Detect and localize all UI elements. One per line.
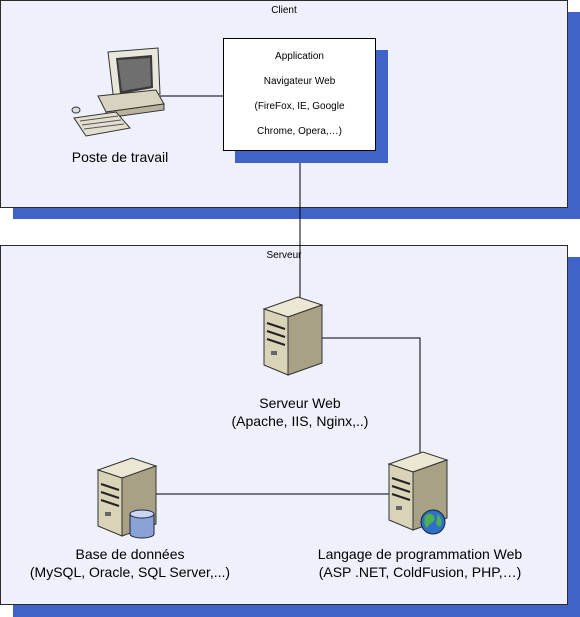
workstation-label: Poste de travail [40,148,200,166]
web-server-label: Serveur Web (Apache, IIS, Nginx,..) [200,394,400,430]
app-line-4: Chrome, Opera,…) [256,125,343,137]
app-line-2: Navigateur Web [263,75,336,87]
app-line-3: (FireFox, IE, Google [254,100,345,112]
browser-app-box: Application Navigateur Web (FireFox, IE,… [223,38,376,151]
language-label: Langage de programmation Web (ASP .NET, … [290,545,550,581]
web-server-name: Serveur Web [259,395,341,411]
desktop-computer-icon [71,47,165,137]
workstation-label-text: Poste de travail [71,149,169,165]
client-zone-title: Client [271,5,297,16]
database-label: Base de données (MySQL, Oracle, SQL Serv… [0,545,260,581]
server-tower-icon [262,296,324,376]
browser-app-text: Application Navigateur Web (FireFox, IE,… [254,38,344,151]
server-zone-title: Serveur [266,250,302,261]
database-server-icon [96,457,158,539]
web-server-examples: (Apache, IIS, Nginx,..) [231,413,369,429]
language-examples: (ASP .NET, ColdFusion, PHP,…) [318,564,522,580]
language-name: Langage de programmation Web [317,546,523,562]
app-line-1: Application [275,50,324,62]
database-name: Base de données [75,546,185,562]
database-examples: (MySQL, Oracle, SQL Server,...) [29,564,231,580]
web-language-server-icon [387,451,449,535]
